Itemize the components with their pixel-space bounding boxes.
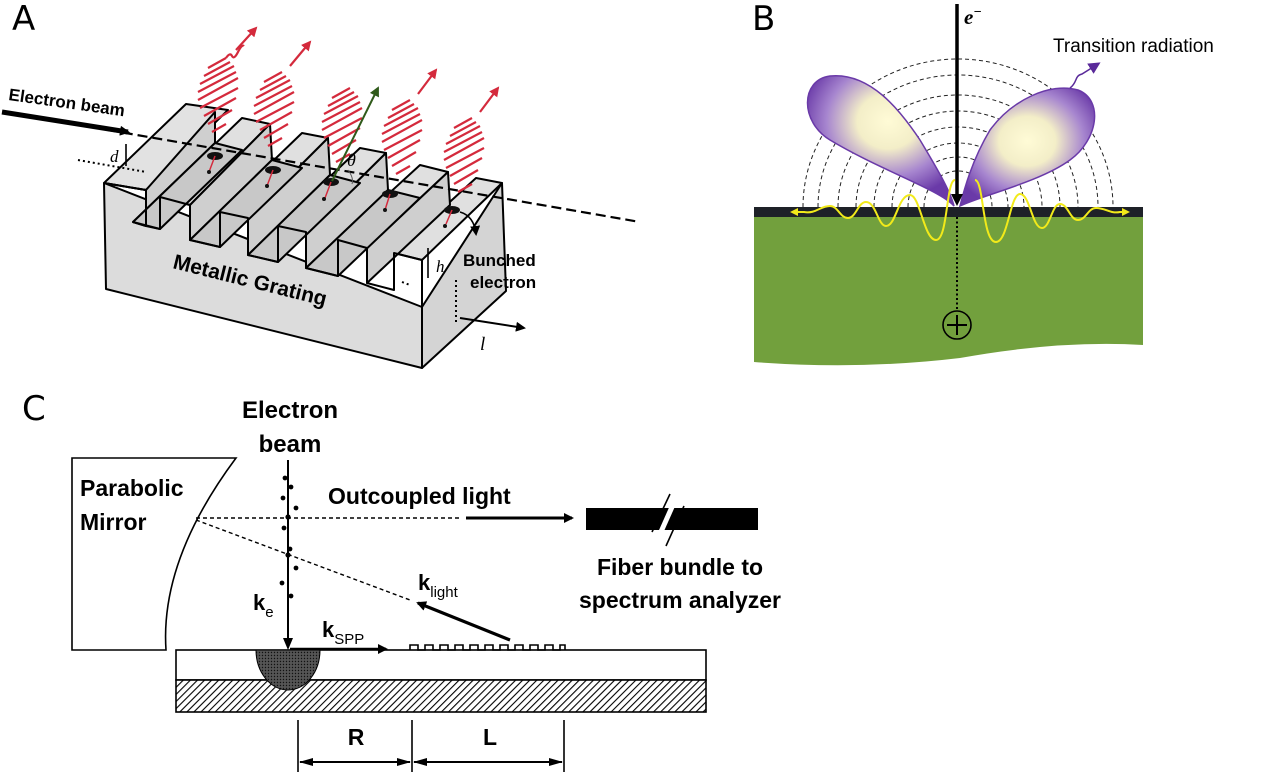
h-reference-dotted	[401, 281, 411, 286]
radiation-lobe-left	[806, 75, 955, 207]
panel-a: A	[1, 0, 641, 369]
theta-arc	[347, 169, 353, 185]
k-light-arrow	[416, 601, 511, 642]
fiber-label-line2: spectrum analyzer	[579, 587, 781, 613]
electron-beam-label-line1: Electron	[242, 397, 338, 424]
wave-packet-5	[443, 86, 500, 193]
bunched-electrons	[207, 152, 460, 228]
panel-a-letter: A	[12, 0, 35, 39]
fiber-break-mark-2	[665, 505, 685, 547]
electron-arrowhead	[951, 194, 963, 206]
electron-beam-arrowhead	[283, 638, 293, 650]
sym-d: d	[110, 147, 119, 166]
electron-symbol: e−	[964, 5, 982, 29]
electron-beam-label-line2: beam	[259, 431, 322, 458]
bunched-label-line1: Bunched	[463, 251, 536, 270]
radiation-lobe-right	[958, 87, 1096, 208]
electron-bunch-dots	[279, 475, 299, 599]
grating-structure	[409, 644, 566, 651]
transition-radiation-label: Transition radiation	[1053, 36, 1214, 57]
substrate	[754, 212, 1143, 366]
metallic-grating-block	[103, 103, 507, 369]
panel-c: C Electron beam Parabolic Mirror Outcoup…	[22, 389, 781, 772]
electron-beam-arrow	[1, 109, 130, 136]
wave-packet-4	[381, 68, 438, 175]
transition-radiation-arrow	[1069, 62, 1101, 89]
panel-b: B e− Transition rad	[752, 0, 1214, 366]
r-dimension-label: R	[348, 724, 365, 750]
surface-wave-right	[974, 179, 1130, 244]
theta-direction-arrow	[331, 86, 379, 182]
mirror-label-line1: Parabolic	[80, 475, 184, 501]
k-spp-label: kSPP	[322, 617, 364, 648]
l-dimension-arrow	[459, 317, 526, 332]
k-light-label: klight	[418, 570, 459, 601]
mirror-label-line2: Mirror	[80, 509, 147, 535]
parabolic-mirror	[71, 457, 238, 651]
fiber-break-mark-1	[651, 493, 671, 533]
metal-surface	[754, 207, 1143, 217]
reference-dotted-line	[77, 159, 147, 173]
bunched-pointer-arrow	[459, 211, 481, 236]
sym-l: l	[480, 334, 485, 355]
mirror-reflection-path	[195, 519, 411, 601]
k-e-label: ke	[253, 590, 274, 621]
fiber-break-gap	[657, 496, 679, 536]
sym-theta: θ	[347, 150, 356, 170]
radiation-waves	[197, 26, 500, 193]
surface-wave-left	[790, 179, 956, 242]
fiber-label-line1: Fiber bundle to	[597, 554, 763, 580]
wave-packet-2	[253, 40, 312, 147]
metal-film-layer	[175, 649, 707, 681]
sym-h: h	[436, 257, 445, 276]
fiber-bundle	[586, 508, 758, 530]
dimension-markers	[297, 720, 565, 772]
outcoupled-light-label: Outcoupled light	[328, 483, 511, 509]
wave-packet-1	[197, 26, 258, 133]
panel-b-letter: B	[752, 0, 775, 39]
panel-c-letter: C	[22, 389, 46, 429]
substrate-layer	[175, 679, 707, 713]
interaction-volume	[255, 649, 321, 691]
l-dimension-label: L	[483, 724, 497, 750]
bunched-label-line2: electron	[470, 273, 536, 292]
image-charge-circle	[942, 310, 972, 340]
